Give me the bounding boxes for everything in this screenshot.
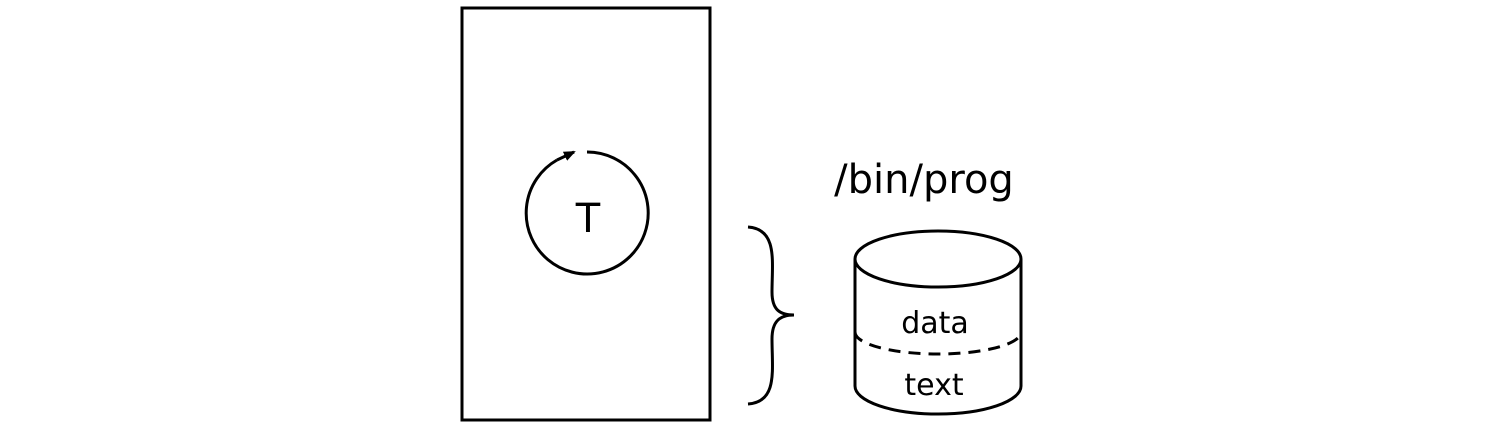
cylinder-top [853, 229, 1023, 289]
text-segment-label: text [904, 368, 963, 403]
cylinder-bottom [853, 385, 1023, 416]
thread-loop-arrow [524, 150, 650, 276]
segment-divider-dashed [853, 331, 1023, 356]
process-address-space-box [460, 6, 712, 422]
curly-brace [747, 225, 795, 406]
thread-arrow-icon [556, 150, 576, 162]
thread-label: T [575, 196, 601, 242]
program-path-label: /bin/prog [834, 157, 1014, 203]
executable-file-cylinder: data text [853, 229, 1023, 416]
thread-icon: T [524, 150, 650, 276]
data-segment-label: data [901, 306, 969, 341]
